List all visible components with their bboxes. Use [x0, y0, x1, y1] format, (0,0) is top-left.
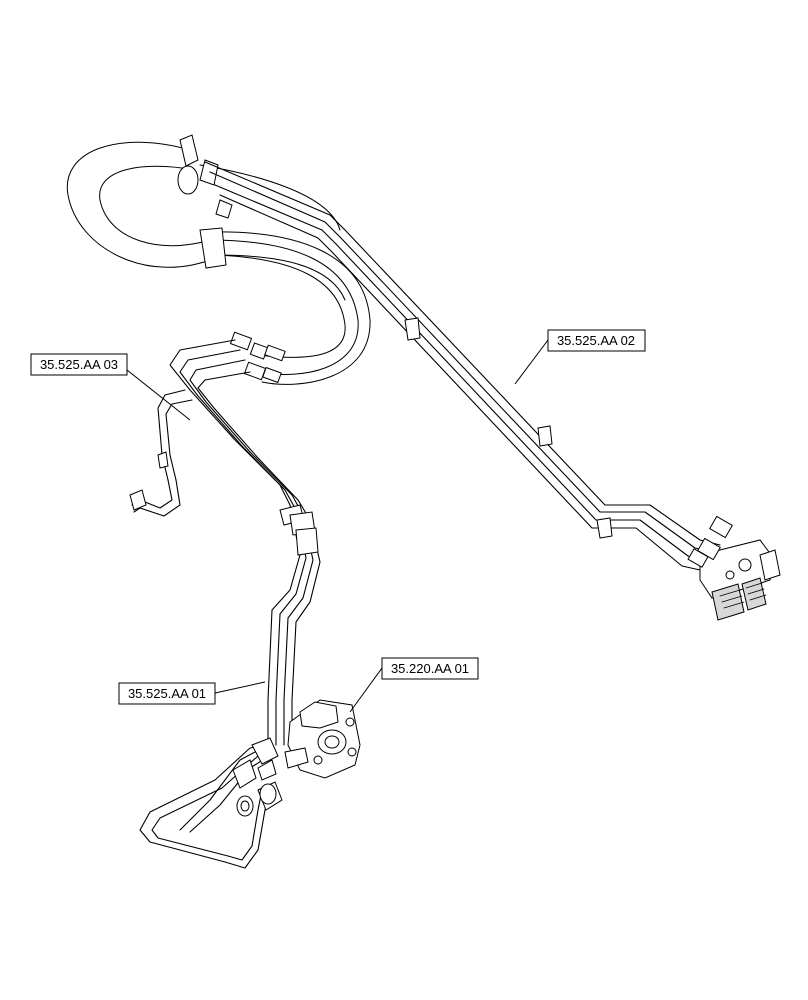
tube-assembly-02 — [204, 161, 721, 571]
callout-35-220-aa-01[interactable]: 35.220.AA 01 — [381, 657, 479, 680]
leader-lines — [126, 339, 549, 713]
lower-tube-loop — [139, 744, 277, 869]
tube-assembly-03 — [129, 389, 193, 517]
callout-label: 35.525.AA 01 — [128, 686, 206, 701]
callout-35-525-aa-01[interactable]: 35.525.AA 01 — [118, 682, 216, 705]
valve-thread-lines — [719, 582, 767, 609]
hose-fittings — [229, 331, 286, 384]
callout-label: 35.220.AA 01 — [391, 661, 469, 676]
control-valve — [687, 515, 781, 621]
pump-fittings — [232, 737, 283, 817]
callout-35-525-aa-03[interactable]: 35.525.AA 03 — [30, 353, 128, 376]
callout-label: 35.525.AA 02 — [557, 333, 635, 348]
hydraulic-pump — [284, 699, 361, 779]
tube-assembly-01 — [169, 339, 321, 746]
callout-label: 35.525.AA 03 — [40, 357, 118, 372]
hose-clamps — [177, 134, 233, 269]
callout-35-525-aa-02[interactable]: 35.525.AA 02 — [547, 329, 646, 352]
